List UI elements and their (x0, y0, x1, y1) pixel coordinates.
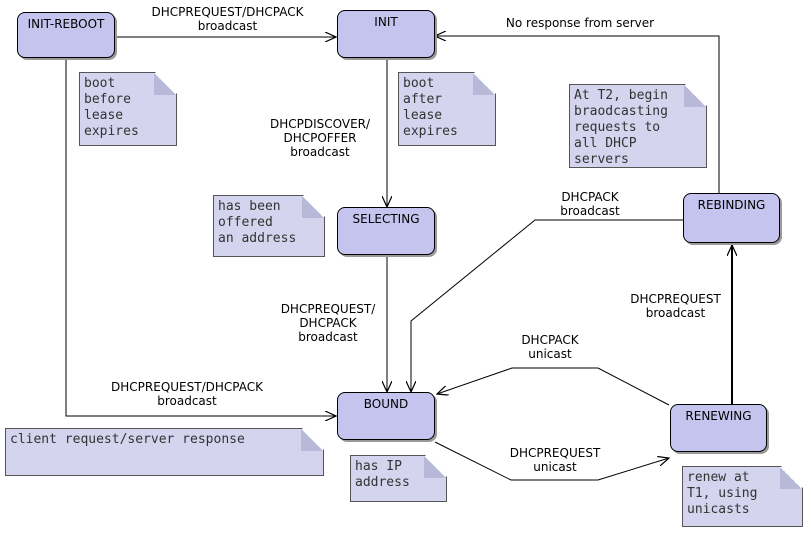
note-text: has been offered an address (218, 199, 297, 246)
note-text: client request/server response (10, 432, 245, 447)
label-init-to-selecting: DHCPDISCOVER/ DHCPOFFER broadcast (269, 117, 371, 159)
label-init-reboot-to-init: DHCPREQUEST/DHCPACK broadcast (151, 5, 304, 33)
label-selecting-to-bound: DHCPREQUEST/ DHCPACK broadcast (280, 302, 376, 344)
label-renewing-to-bound: DHCPACK unicast (521, 333, 579, 361)
state-init: INIT (337, 10, 435, 58)
state-rebinding: REBINDING (683, 193, 780, 243)
arrow-rebinding-to-init (435, 36, 720, 193)
note-text: renew at T1, using unicasts (687, 470, 758, 517)
label-init-reboot-to-bound: DHCPREQUEST/DHCPACK broadcast (111, 380, 263, 408)
arrow-init-reboot-to-bound (65, 59, 336, 416)
note-text: boot before lease expires (84, 76, 139, 139)
state-bound: BOUND (337, 392, 435, 440)
note-text: At T2, begin braodcasting requests to al… (574, 88, 668, 167)
note-has-been-offered: has been offered an address (213, 195, 325, 257)
label-no-response-from-server: No response from server (505, 16, 655, 30)
note-legend-client-request-server-response: client request/server response (5, 428, 324, 476)
note-text: has IP address (355, 459, 410, 490)
label-rebinding-to-bound: DHCPACK broadcast (560, 190, 620, 218)
note-boot-before-lease-expires: boot before lease expires (79, 72, 177, 146)
note-has-ip-address: has IP address (350, 455, 447, 502)
state-selecting: SELECTING (337, 207, 435, 255)
arrow-renewing-to-bound (437, 367, 670, 406)
note-boot-after-lease-expires: boot after lease expires (398, 72, 496, 146)
note-at-t2: At T2, begin braodcasting requests to al… (569, 84, 707, 168)
label-bound-to-renewing: DHCPREQUEST unicast (509, 446, 601, 474)
note-text: boot after lease expires (403, 76, 458, 139)
state-renewing: RENEWING (670, 404, 767, 452)
state-init-reboot: INIT-REBOOT (17, 12, 115, 58)
note-renew-at-t1: renew at T1, using unicasts (682, 466, 803, 527)
label-renewing-to-rebinding: DHCPREQUEST broadcast (630, 292, 721, 320)
arrow-rebinding-to-bound (411, 219, 683, 392)
arrow-bound-to-renewing (434, 441, 669, 481)
